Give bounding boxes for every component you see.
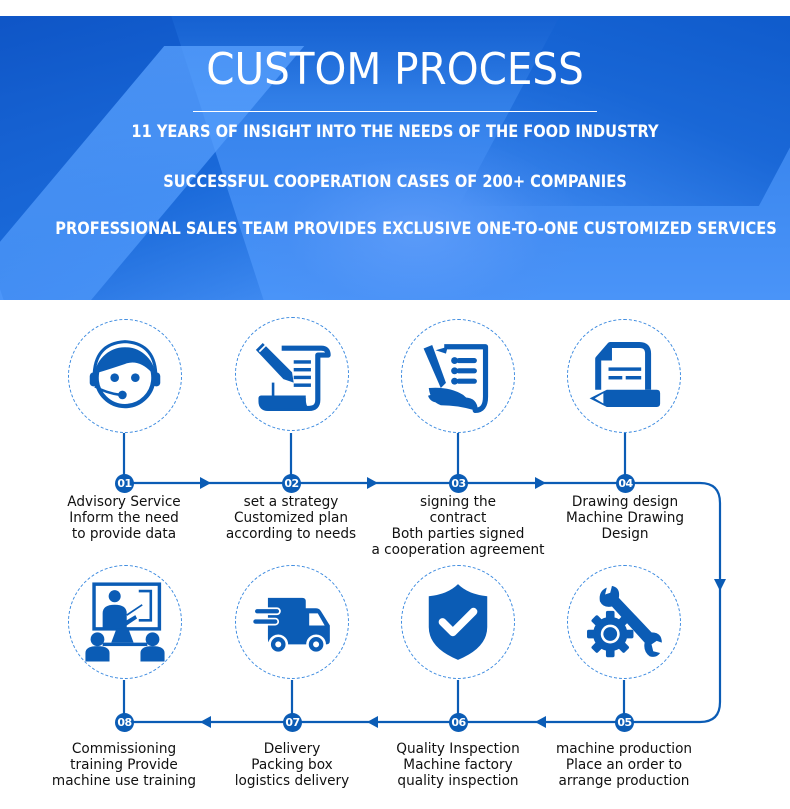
step-02-icon-circle — [235, 317, 349, 431]
step-03-icon-circle — [401, 319, 515, 433]
step-01-desc-2: to provide data — [71, 526, 177, 542]
step-08-desc-1: training Provide — [70, 757, 178, 773]
step-06-desc-1: Machine factory — [403, 757, 513, 773]
banner-tagline-3: PROFESSIONAL SALES TEAM PROVIDES EXCLUSI… — [55, 219, 777, 239]
flow-path — [124, 481, 722, 724]
step-05-icon-circle — [567, 565, 681, 679]
arrow-right-icon — [367, 477, 378, 489]
step-07-number: 07 — [283, 713, 302, 732]
flow-connectors — [122, 433, 726, 728]
step-07-desc-1: Packing box — [251, 757, 333, 773]
step-08-icon-circle — [68, 565, 182, 679]
arrow-left-icon — [535, 716, 546, 728]
step-02-desc-1: Customized plan — [234, 510, 348, 526]
step-07-text: Delivery Packing box logistics delivery — [198, 741, 386, 789]
step-01-desc-1: Inform the need — [69, 510, 179, 526]
step-04-desc-1: Machine Drawing — [565, 510, 685, 526]
step-04-title: Drawing design — [571, 494, 679, 510]
title-divider — [193, 111, 597, 112]
shield-check-icon — [428, 584, 488, 660]
signed-contract-icon — [423, 344, 489, 413]
step-01-icon-circle — [68, 319, 182, 433]
handshake-hands-graphic — [250, 136, 580, 300]
step-03-text: signing the contract Both parties signed… — [364, 494, 552, 558]
step-05-title: machine production — [555, 741, 693, 757]
training-presentation-icon — [85, 582, 165, 662]
step-05-desc-1: Place an order to — [565, 757, 683, 773]
delivery-truck-icon — [251, 597, 330, 655]
step-08-text: Commissioning training Provide machine u… — [30, 741, 218, 789]
step-06-title: Quality Inspection — [396, 741, 520, 757]
step-03-number: 03 — [449, 474, 468, 493]
process-flow: 01 Advisory Service Inform the need to p… — [0, 300, 790, 809]
wrench-and-gear-icon — [587, 585, 662, 658]
step-08-title: Commissioning — [71, 741, 177, 757]
arrow-down-icon — [714, 579, 726, 591]
step-07-icon-circle — [235, 565, 349, 679]
step-07-title: Delivery — [263, 741, 321, 757]
customer-service-headset-icon — [89, 340, 161, 409]
arrow-right-icon — [535, 477, 546, 489]
step-03-title: signing the — [420, 494, 496, 510]
step-02-desc-2: according to needs — [225, 526, 357, 542]
document-and-pencil-icon — [589, 342, 661, 407]
banner-tagline-1: 11 YEARS OF INSIGHT INTO THE NEEDS OF TH… — [131, 122, 659, 142]
arrow-left-icon — [200, 716, 211, 728]
step-01-number: 01 — [115, 474, 134, 493]
step-04-desc-2: Design — [601, 526, 649, 542]
step-02-text: set a strategy Customized plan according… — [197, 494, 385, 542]
step-07-desc-2: logistics delivery — [234, 773, 350, 789]
step-06-desc-2: quality inspection — [397, 773, 519, 789]
step-01-title: Advisory Service — [67, 494, 181, 510]
pen-and-scroll-icon — [255, 343, 331, 411]
banner-tagline-2: SUCCESSFUL COOPERATION CASES OF 200+ COM… — [163, 172, 627, 192]
step-04-number: 04 — [616, 474, 635, 493]
step-08-number: 08 — [115, 713, 134, 732]
step-06-number: 06 — [449, 713, 468, 732]
arrow-left-icon — [367, 716, 378, 728]
page-title: CUSTOM PROCESS — [206, 44, 584, 95]
step-03-desc-1: Both parties signed — [391, 526, 525, 542]
step-01-text: Advisory Service Inform the need to prov… — [30, 494, 218, 542]
hero-banner: CUSTOM PROCESS 11 YEARS OF INSIGHT INTO … — [0, 16, 790, 300]
step-04-text: Drawing design Machine Drawing Design — [531, 494, 719, 542]
step-03-desc-2: a cooperation agreement — [371, 542, 545, 558]
step-05-text: machine production Place an order to arr… — [530, 741, 718, 789]
step-03-title-2: contract — [429, 510, 487, 526]
step-02-number: 02 — [282, 474, 301, 493]
arrow-right-icon — [200, 477, 211, 489]
step-05-number: 05 — [615, 713, 634, 732]
step-06-icon-circle — [401, 565, 515, 679]
step-04-icon-circle — [567, 319, 681, 433]
step-08-desc-2: machine use training — [51, 773, 197, 789]
step-06-text: Quality Inspection Machine factory quali… — [364, 741, 552, 789]
step-02-title: set a strategy — [243, 494, 339, 510]
step-05-desc-2: arrange production — [558, 773, 690, 789]
